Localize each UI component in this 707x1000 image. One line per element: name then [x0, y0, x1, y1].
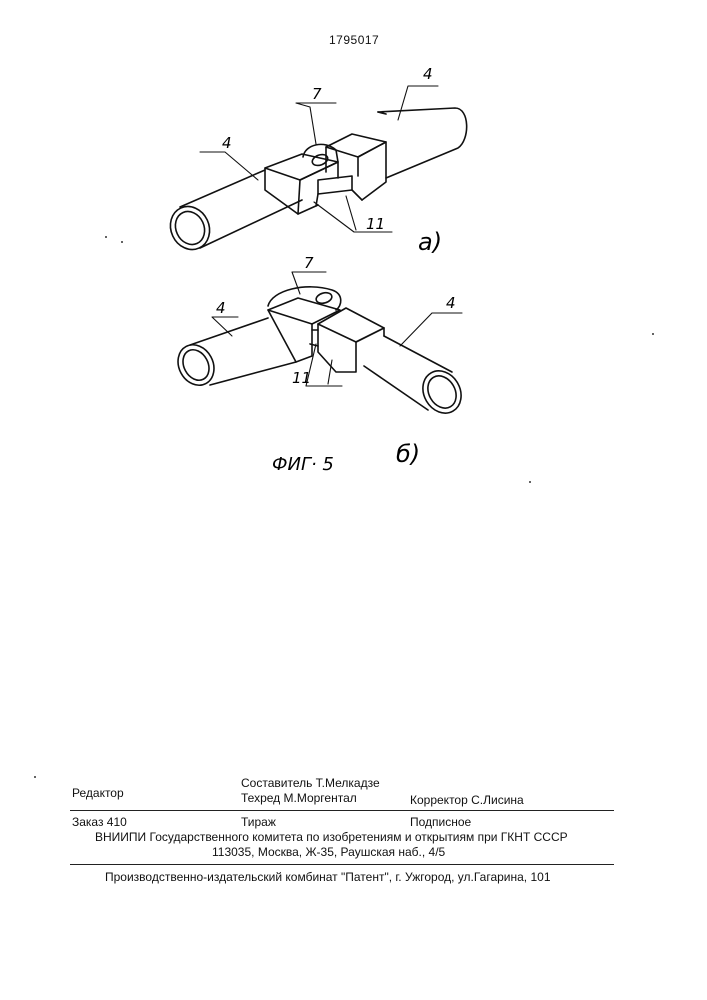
- subscription-line: Подписное: [410, 815, 471, 829]
- institute-line: ВНИИПИ Государственного комитета по изоб…: [95, 830, 568, 844]
- rule-bottom: [70, 864, 614, 865]
- circulation-line: Тираж: [241, 815, 276, 829]
- editor-label: Редактор: [72, 786, 124, 800]
- rule-top: [70, 810, 614, 811]
- address-line: 113035, Москва, Ж-35, Раушская наб., 4/5: [212, 845, 445, 859]
- corrector-line: Корректор С.Лисина: [410, 793, 524, 807]
- techred-line: Техред М.Моргентал: [241, 791, 357, 805]
- compiler-line: Составитель Т.Мелкадзе: [241, 776, 380, 790]
- order-line: Заказ 410: [72, 815, 127, 829]
- printer-line: Производственно-издательский комбинат "П…: [105, 870, 551, 884]
